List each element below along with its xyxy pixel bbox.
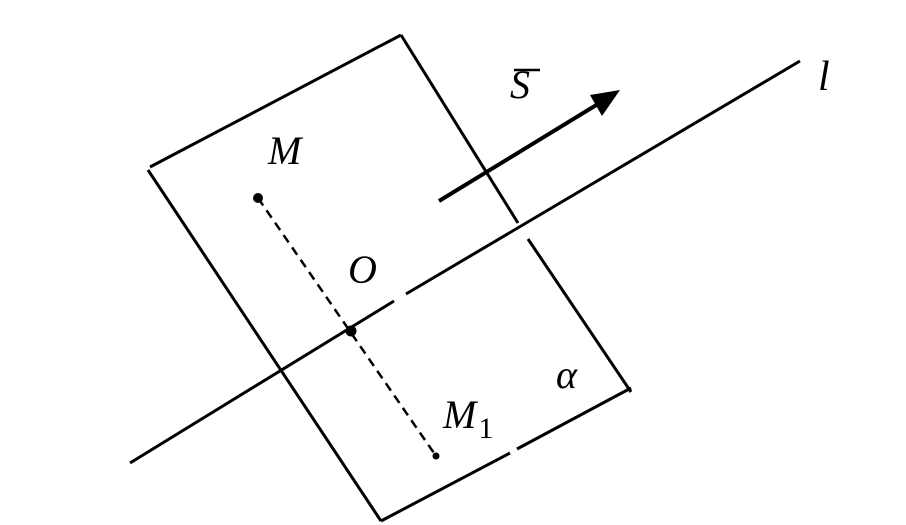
plane-right-edge-lower bbox=[526, 238, 633, 393]
plane-top-edge bbox=[149, 33, 402, 169]
label-vector-s: S bbox=[510, 62, 540, 107]
label-point-o: O bbox=[348, 247, 377, 292]
plane-bottom-edge-right bbox=[516, 386, 632, 451]
label-vector-s-letter: S bbox=[510, 62, 530, 107]
point-m-dot bbox=[253, 193, 263, 203]
projection-segment-m-m1 bbox=[256, 197, 438, 457]
plane-right-edge-upper bbox=[399, 34, 520, 224]
label-point-m1: M1 bbox=[442, 392, 493, 445]
label-line-l: l bbox=[818, 54, 830, 100]
vector-s-arrow bbox=[437, 90, 620, 203]
point-o-dot bbox=[345, 325, 357, 337]
plane-left-edge bbox=[146, 169, 383, 522]
line-l-upper-segment bbox=[405, 59, 801, 296]
label-point-m: M bbox=[267, 128, 304, 173]
plane-alpha bbox=[146, 33, 633, 523]
label-point-m1-letter: M bbox=[442, 392, 479, 437]
vector-s-shaft bbox=[437, 102, 600, 203]
line-l-lower-segment bbox=[129, 299, 395, 465]
plane-bottom-edge-left bbox=[380, 451, 511, 523]
point-m1-dot bbox=[432, 452, 440, 460]
label-plane-alpha: α bbox=[556, 352, 578, 397]
vector-s-arrowhead bbox=[590, 90, 620, 116]
label-point-m1-subscript: 1 bbox=[478, 412, 493, 445]
